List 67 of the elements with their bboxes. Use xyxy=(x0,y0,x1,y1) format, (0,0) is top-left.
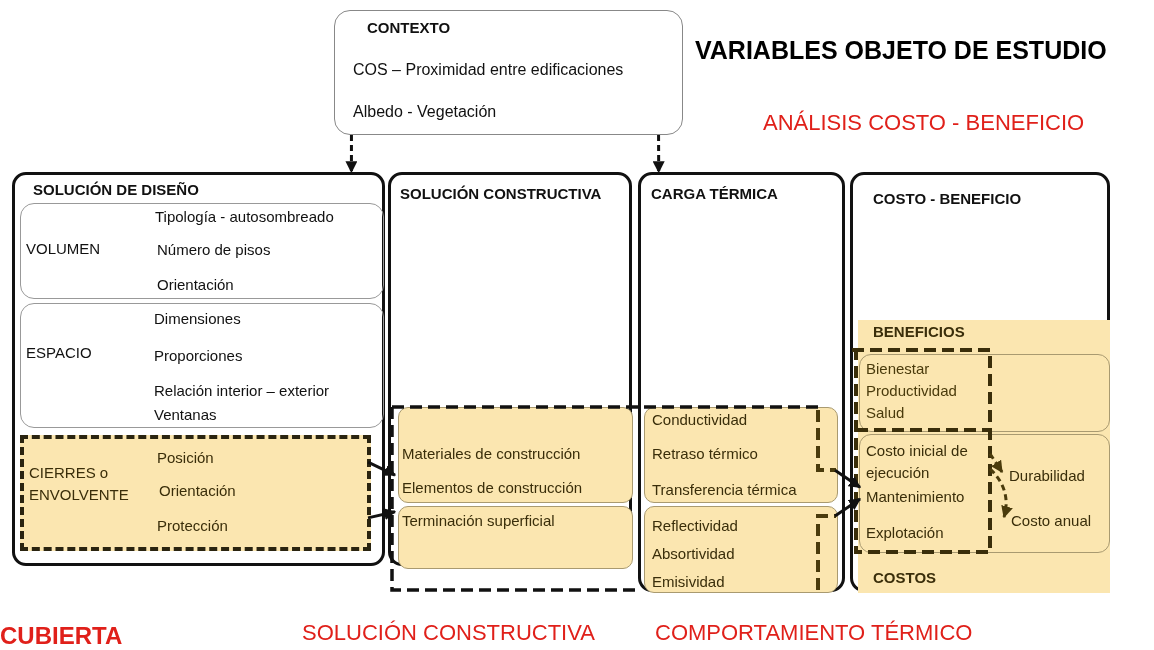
heading: CARGA TÉRMICA xyxy=(651,185,778,203)
column-box xyxy=(12,172,385,566)
variable-text: Ventanas xyxy=(154,406,217,424)
variable-text: Mantenimiento xyxy=(866,488,965,506)
arrow xyxy=(834,469,861,489)
arrow xyxy=(652,135,665,174)
group-box xyxy=(20,203,384,299)
variable-text: Salud xyxy=(866,404,905,422)
column-box xyxy=(388,172,632,566)
variable-text: Absortividad xyxy=(652,545,735,563)
variable-text: Bienestar xyxy=(866,360,930,378)
heading: BENEFICIOS xyxy=(873,323,965,341)
arrow xyxy=(988,452,1004,473)
variable-text: Tipología - autosombreado xyxy=(155,208,334,226)
variable-text: Emisividad xyxy=(652,573,725,591)
arrow xyxy=(367,460,397,477)
variable-text: Transferencia térmica xyxy=(652,481,797,499)
variable-group-box xyxy=(398,407,633,503)
section-caption: CUBIERTA xyxy=(0,622,123,650)
subtitle: ANÁLISIS COSTO - BENEFICIO xyxy=(763,110,1085,136)
variable-text: Proporciones xyxy=(154,347,243,365)
variable-text: Costo inicial de ejecución xyxy=(866,441,969,483)
variable-text: Orientación xyxy=(159,482,236,500)
category-label: ESPACIO xyxy=(26,344,92,362)
variable-text: Costo anual xyxy=(1011,512,1092,530)
variable-text: Materiales de construcción xyxy=(402,445,581,463)
category-label: CIERRES o ENVOLVENTE xyxy=(29,463,130,505)
variable-text: Explotación xyxy=(866,524,944,542)
benefit-group-box xyxy=(859,354,1110,432)
variable-group-box xyxy=(644,407,838,503)
variable-text: Retraso térmico xyxy=(652,445,758,463)
variable-text: Albedo - Vegetación xyxy=(353,103,497,121)
context-box xyxy=(334,10,683,135)
column-box xyxy=(850,172,1110,592)
variable-text: Protección xyxy=(157,517,228,535)
variable-text: Reflectividad xyxy=(652,517,738,535)
variable-text: Dimensiones xyxy=(154,310,241,328)
group-box xyxy=(20,303,384,428)
variable-text: Productividad xyxy=(866,382,957,400)
variable-group-box xyxy=(644,506,838,593)
variable-text: Orientación xyxy=(157,276,234,294)
arrow xyxy=(834,497,861,518)
variable-text: Conductividad xyxy=(652,411,748,429)
variable-text: Posición xyxy=(157,449,214,467)
arrow xyxy=(345,135,358,174)
section-caption: COMPORTAMIENTO TÉRMICO xyxy=(655,620,973,646)
heading: COSTO - BENEFICIO xyxy=(873,190,1022,208)
variable-text: Terminación superficial xyxy=(402,512,555,530)
variable-group-box xyxy=(398,506,633,569)
variable-text: Durabilidad xyxy=(1009,467,1085,485)
section-caption: SOLUCIÓN CONSTRUCTIVA xyxy=(302,620,595,646)
heading: COSTOS xyxy=(873,569,937,587)
variable-text: Número de pisos xyxy=(157,241,271,259)
category-label: VOLUMEN xyxy=(26,240,101,258)
diagram-title: VARIABLES OBJETO DE ESTUDIO xyxy=(695,36,1107,65)
variable-text: Relación interior – exterior xyxy=(154,382,330,400)
heading: SOLUCIÓN CONSTRUCTIVA xyxy=(400,185,602,203)
highlighted-panel xyxy=(858,320,1110,593)
arrow xyxy=(988,467,1013,519)
column-box xyxy=(638,172,845,592)
heading: SOLUCIÓN DE DISEÑO xyxy=(33,181,199,199)
variable-text: COS – Proximidad entre edificaciones xyxy=(353,61,624,79)
highlighted-group-box xyxy=(20,435,371,551)
heading: CONTEXTO xyxy=(367,19,451,37)
cost-group-box xyxy=(859,434,1110,553)
variable-text: Elementos de construcción xyxy=(402,479,583,497)
arrow xyxy=(367,508,397,521)
